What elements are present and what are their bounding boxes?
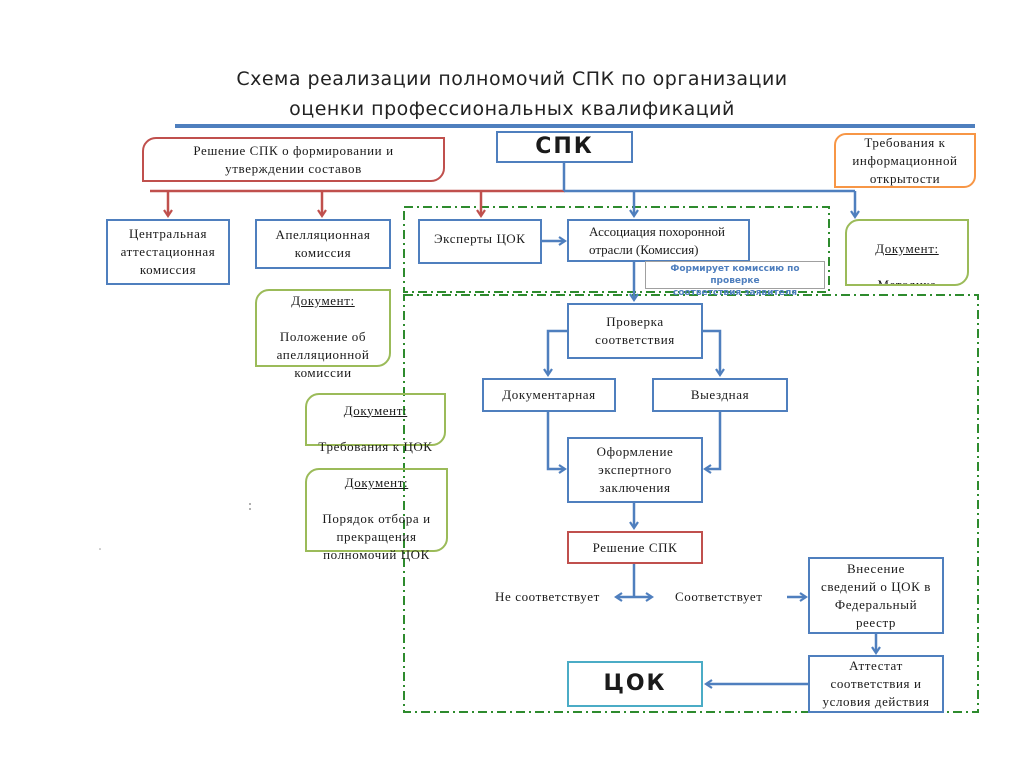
arrow-documentary-conclusion <box>546 412 567 474</box>
doc-appeal-regulation-box: Документ: Положение об апелляционной ком… <box>255 289 391 380</box>
spk-decision-box: Решение СПК <box>567 531 703 564</box>
documentary-box: Документарная <box>482 378 616 412</box>
frame-experts-association <box>403 206 830 293</box>
info-openness-box: Требования к информационной открытости <box>834 133 976 188</box>
spk-box: СПК <box>496 131 633 163</box>
decision-compose-box: Решение СПК о формировании и утверждении… <box>142 137 445 182</box>
doc-cok-selection-text: Порядок отбора и прекращения полномочий … <box>322 511 431 562</box>
experts-cok-label: Эксперты ЦОК <box>434 231 526 246</box>
appeal-commission-box: Апелляционная комиссия <box>255 219 391 269</box>
association-label: Ассоциация похоронной отрасли (Комиссия) <box>589 223 725 257</box>
stray-dot <box>249 503 251 505</box>
frame-check-process <box>403 294 979 713</box>
cok-box: ЦОК <box>567 661 703 707</box>
not-compliant-label: Не соответствует <box>495 589 600 604</box>
expert-conclusion-box: Оформление экспертного заключения <box>567 437 703 503</box>
arrow-onsite-conclusion <box>703 412 722 474</box>
doc-cok-requirements-text: Требования к ЦОК <box>318 438 433 454</box>
doc-heading: Документ: <box>343 402 408 418</box>
doc-heading: Документ: <box>875 241 939 256</box>
check-compliance-box: Проверка соответствия <box>567 303 703 359</box>
doc-appeal-regulation-text: Положение об апелляционной комиссии <box>276 329 370 380</box>
diagram-title-line2: оценки профессиональных квалификаций <box>289 98 735 120</box>
diagram-title-line1: Схема реализации полномочий СПК по орган… <box>236 68 788 90</box>
registry-box: Внесение сведений о ЦОК в Федеральный ре… <box>808 557 944 634</box>
arrow-to-onsite <box>702 329 725 377</box>
certificate-box: Аттестат соответствия и условия действия <box>808 655 944 713</box>
central-commission-box: Центральная аттестационная комиссия <box>106 219 230 285</box>
doc-cok-requirements-box: Документ: Требования к ЦОК <box>305 393 446 454</box>
association-box: Ассоциация похоронной отрасли (Комиссия) <box>567 219 750 262</box>
doc-methodology-text: Методика определения стонмости <box>877 277 937 286</box>
compliant-label: Соответствует <box>675 589 763 604</box>
stray-dot <box>249 508 251 510</box>
doc-methodology-box: Документ: Методика определения стонмости <box>845 219 969 286</box>
association-note: Формирует комиссию по проверке соответст… <box>645 261 825 298</box>
doc-heading: Документ: <box>291 293 355 308</box>
arrow-to-documentary <box>543 329 567 377</box>
onsite-box: Выездная <box>652 378 788 412</box>
experts-cok-box: Эксперты ЦОК <box>418 219 542 264</box>
doc-heading: Документ: <box>344 475 409 490</box>
stray-dot <box>99 548 101 550</box>
doc-cok-selection-box: Документ: Порядок отбора и прекращения п… <box>305 468 448 562</box>
